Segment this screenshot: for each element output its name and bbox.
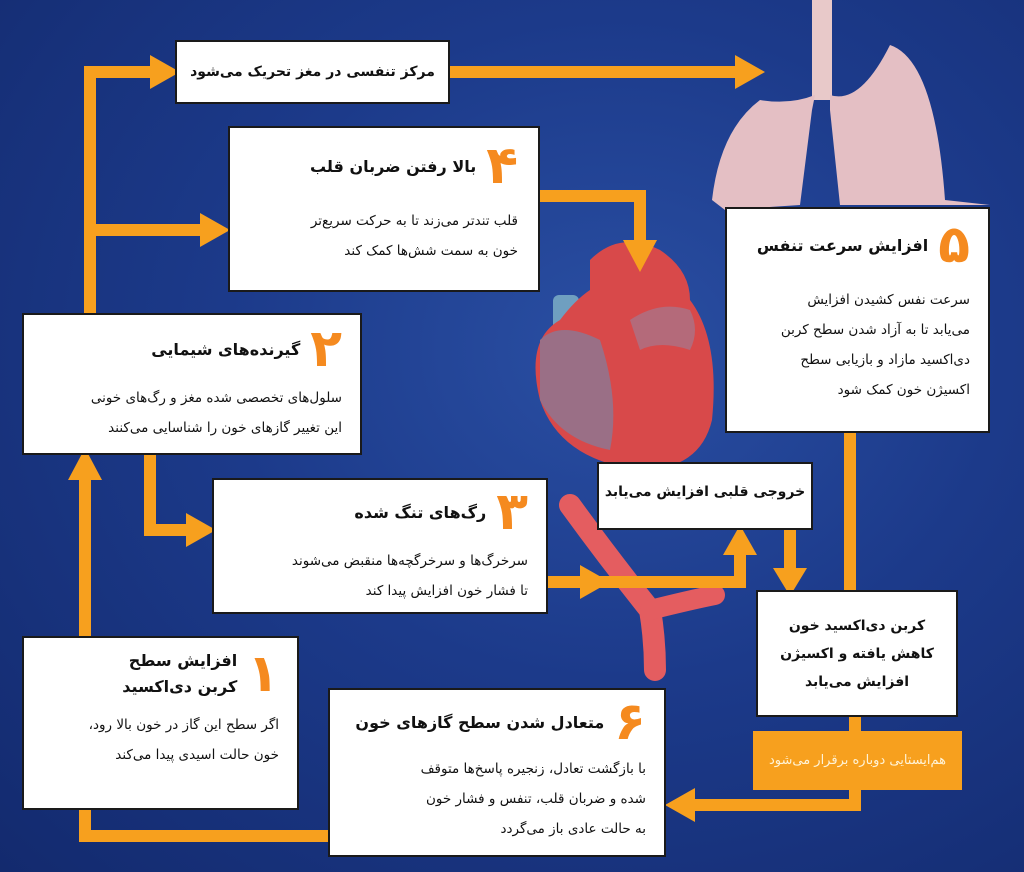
co2-decrease-box: کربن دی‌اکسید خون کاهش یافته و اکسیژن اف…: [756, 590, 958, 717]
step1-title: کربن دی‌اکسید: [122, 677, 238, 696]
respiratory-center-box: مرکز تنفسی در مغز تحریک می‌شود: [175, 40, 450, 104]
cardiac-output-box: خروجی قلبی افزایش می‌یابد: [597, 462, 813, 530]
step1-body-line: اگر سطح این گاز در خون بالا رود،: [88, 717, 279, 733]
step3-body-line: تا فشار خون افزایش پیدا کند: [365, 583, 528, 599]
step2-body-line: سلول‌های تخصصی شده مغز و رگ‌های خونی: [90, 390, 342, 406]
respiratory-center-text: مرکز تنفسی در مغز تحریک می‌شود: [190, 64, 435, 80]
step5-body-line: اکسیژن خون کمک شود: [837, 382, 970, 398]
step4-box: ۴ بالا رفتن ضربان قلب قلب تندتر می‌زند تا…: [228, 126, 540, 292]
step4-body-line: خون به سمت شش‌ها کمک کند: [344, 243, 518, 259]
step3-body-line: سرخرگ‌ها و سرخرگچه‌ها منقبض می‌شوند: [291, 553, 528, 569]
step6-box: ۶ متعادل شدن سطح گازهای خون با بازگشت تعا…: [328, 688, 666, 857]
step5-number: ۵: [938, 215, 970, 275]
step3-title: رگ‌های تنگ شده: [354, 502, 487, 522]
co2-line: افزایش می‌یابد: [804, 673, 910, 690]
heart-illustration: [535, 242, 714, 470]
step1-body-line: خون حالت اسیدی پیدا می‌کند: [115, 747, 279, 763]
step4-number: ۴: [486, 136, 518, 196]
step4-body-line: قلب تندتر می‌زند تا به حرکت سریع‌تر: [310, 213, 518, 229]
lungs-illustration: [712, 0, 990, 210]
step6-body-line: به حالت عادی باز می‌گردد: [500, 821, 646, 837]
step2-number: ۲: [310, 319, 342, 379]
homeostasis-text: هم‌ایستایی دوباره برقرار می‌شود: [768, 753, 947, 768]
step6-body-line: با بازگشت تعادل، زنجیره پاسخ‌ها متوقف: [420, 761, 646, 777]
step6-body-line: شده و ضربان قلب، تنفس و فشار خون: [425, 791, 646, 807]
step5-body-line: دی‌اکسید مازاد و بازیابی سطح: [800, 352, 970, 368]
step6-title: متعادل شدن سطح گازهای خون: [355, 712, 605, 732]
step1-title: افزایش سطح: [128, 651, 238, 670]
cardiac-output-text: خروجی قلبی افزایش می‌یابد: [604, 484, 806, 500]
step4-title: بالا رفتن ضربان قلب: [309, 156, 477, 176]
step5-title: افزایش سرعت تنفس: [756, 235, 929, 255]
step2-box: ۲ گیرنده‌های شیمایی سلول‌های تخصصی شده مغ…: [22, 313, 362, 455]
step3-number: ۳: [496, 482, 528, 542]
co2-line: کاهش یافته و اکسیژن: [780, 645, 934, 662]
step5-body-line: می‌یابد تا به آزاد شدن سطح کربن: [780, 322, 970, 338]
step3-box: ۳ رگ‌های تنگ شده سرخرگ‌ها و سرخرگچه‌ها من…: [212, 478, 548, 614]
co2-line: کربن دی‌اکسید خون: [788, 617, 926, 634]
step1-box: ۱ افزایش سطح کربن دی‌اکسید اگر سطح این گاز…: [22, 636, 299, 810]
step6-number: ۶: [614, 692, 646, 752]
step2-title: گیرنده‌های شیمایی: [151, 339, 301, 359]
step5-body-line: سرعت نفس کشیدن افزایش: [807, 292, 970, 308]
step2-body-line: این تغییر گازهای خون را شناسایی می‌کنند: [108, 420, 342, 436]
artery-illustration: [559, 494, 725, 681]
step1-number: ۱: [247, 644, 279, 704]
homeostasis-banner: هم‌ایستایی دوباره برقرار می‌شود: [753, 731, 962, 790]
